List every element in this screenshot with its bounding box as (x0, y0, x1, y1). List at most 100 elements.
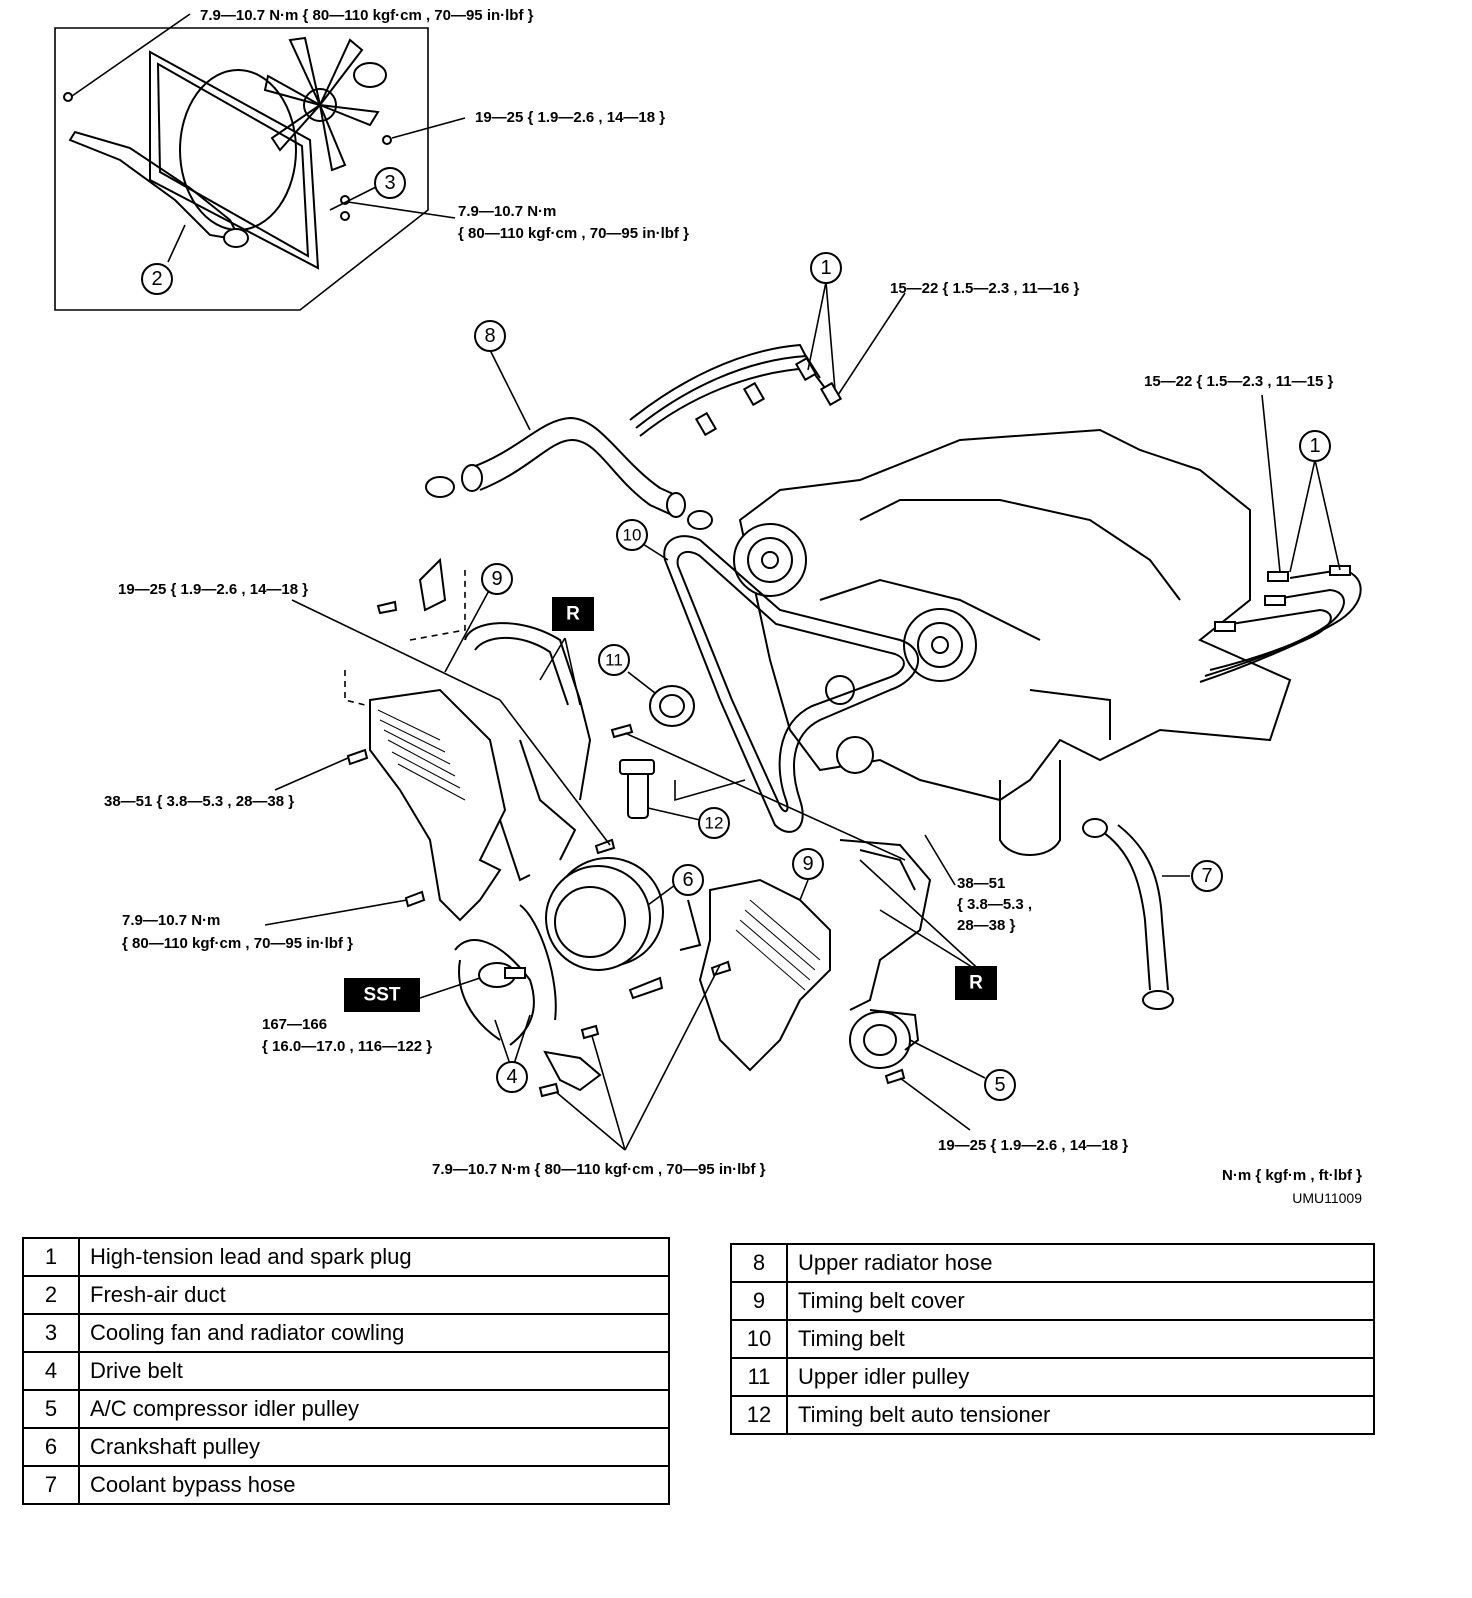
callout-3: 3 (374, 167, 406, 199)
torque-spec: 7.9—10.7 N·m { 80—110 kgf·cm , 70—95 in·… (432, 1161, 766, 1178)
legend-label: Upper radiator hose (786, 1243, 1375, 1283)
legend-number: 7 (22, 1465, 80, 1505)
timing-belt-auto-tensioner (619, 759, 746, 821)
torque-spec: { 80—110 kgf·cm , 70—95 in·lbf } (122, 935, 353, 952)
svg-text:11: 11 (605, 651, 623, 670)
svg-text:1: 1 (820, 257, 831, 279)
torque-spec: 7.9—10.7 N·m (458, 203, 556, 220)
torque-spec: 7.9—10.7 N·m (122, 912, 220, 929)
svg-text:8: 8 (484, 325, 495, 347)
legend-label: Crankshaft pulley (78, 1427, 670, 1467)
inset-fan-assembly (54, 13, 466, 311)
callout-9-left: 9 (481, 563, 513, 595)
legend-number: 11 (730, 1357, 788, 1397)
torque-spec: 15—22 { 1.5—2.3 , 11—16 } (890, 280, 1079, 297)
torque-spec: 15—22 { 1.5—2.3 , 11—15 } (1144, 373, 1333, 390)
torque-spec: 19—25 { 1.9—2.6 , 14—18 } (938, 1137, 1128, 1154)
legend-number: 6 (22, 1427, 80, 1467)
svg-text:10: 10 (623, 526, 642, 545)
callout-10: 10 (616, 519, 648, 551)
torque-spec: { 80—110 kgf·cm , 70—95 in·lbf } (458, 225, 689, 242)
callout-numbers: 3 2 1 8 1 10 9 11 12 6 9 7 4 5 (141, 167, 1331, 1101)
badge-r-upper: R (552, 597, 594, 631)
svg-text:SST: SST (364, 985, 401, 1006)
timing-belt-cover-left (264, 557, 616, 926)
legend-number: 3 (22, 1313, 80, 1353)
callout-4: 4 (496, 1061, 528, 1093)
torque-spec: 7.9—10.7 N·m { 80—110 kgf·cm , 70—95 in·… (200, 7, 534, 24)
legend-number: 4 (22, 1351, 80, 1391)
torque-spec: 28—38 } (957, 917, 1016, 934)
svg-text:5: 5 (994, 1074, 1005, 1096)
svg-text:7: 7 (1201, 865, 1212, 887)
svg-text:9: 9 (802, 853, 813, 875)
callout-1-upper: 1 (810, 252, 842, 284)
svg-text:2: 2 (151, 268, 162, 290)
crankshaft-pulley (545, 857, 702, 971)
legend-label: Upper idler pulley (786, 1357, 1375, 1397)
legend-label: High-tension lead and spark plug (78, 1237, 670, 1277)
legend-label: Fresh-air duct (78, 1275, 670, 1315)
callout-7: 7 (1191, 860, 1223, 892)
callout-9-lower: 9 (792, 848, 824, 880)
legend-number: 5 (22, 1389, 80, 1429)
svg-text:3: 3 (384, 172, 395, 194)
timing-belt-cover-lower (538, 834, 986, 1151)
legend-label: Timing belt (786, 1319, 1375, 1359)
torque-spec: 38—51 { 3.8—5.3 , 28—38 } (104, 793, 294, 810)
drive-belt (419, 904, 557, 1071)
figure-code: UMU11009 (1292, 1190, 1362, 1206)
callout-11: 11 (598, 644, 630, 676)
callout-5: 5 (984, 1069, 1016, 1101)
svg-text:4: 4 (506, 1066, 517, 1088)
legend-label: Drive belt (78, 1351, 670, 1391)
svg-text:12: 12 (705, 814, 724, 833)
engine-block (733, 428, 1292, 856)
torque-spec: 38—51 (957, 875, 1005, 892)
torque-spec: { 16.0—17.0 , 116—122 } (262, 1038, 432, 1055)
torque-spec: 167—166 (262, 1016, 327, 1033)
legend-label: Cooling fan and radiator cowling (78, 1313, 670, 1353)
legend-label: Timing belt cover (786, 1281, 1375, 1321)
svg-text:R: R (969, 973, 983, 994)
legend-number: 1 (22, 1237, 80, 1277)
spark-plug-leads-right (1199, 394, 1362, 683)
upper-idler-pulley (610, 671, 906, 861)
legend-label: Timing belt auto tensioner (786, 1395, 1375, 1435)
spark-plug-leads-upper (629, 281, 906, 437)
torque-spec: 19—25 { 1.9—2.6 , 14—18 } (118, 581, 308, 598)
svg-text:6: 6 (682, 869, 693, 891)
upper-radiator-hose (425, 349, 713, 530)
svg-text:1: 1 (1309, 435, 1320, 457)
units-note: N·m { kgf·m , ft·lbf } (1222, 1167, 1362, 1184)
legend-number: 9 (730, 1281, 788, 1321)
torque-spec: 19—25 { 1.9—2.6 , 14—18 } (475, 109, 665, 126)
svg-text:R: R (566, 604, 580, 625)
torque-specs: 7.9—10.7 N·m { 80—110 kgf·cm , 70—95 in·… (104, 7, 1362, 1206)
cooling-fan (263, 36, 387, 172)
badge-sst: SST (344, 978, 420, 1012)
legend-number: 10 (730, 1319, 788, 1359)
ac-compressor-idler-pulley (849, 1009, 986, 1131)
badge-r-lower: R (955, 966, 997, 1000)
legend-number: 8 (730, 1243, 788, 1283)
coolant-bypass-hose (1082, 818, 1190, 1010)
callout-6: 6 (672, 864, 704, 896)
callout-12: 12 (698, 807, 730, 839)
callout-8: 8 (474, 320, 506, 352)
callout-2: 2 (141, 263, 173, 295)
